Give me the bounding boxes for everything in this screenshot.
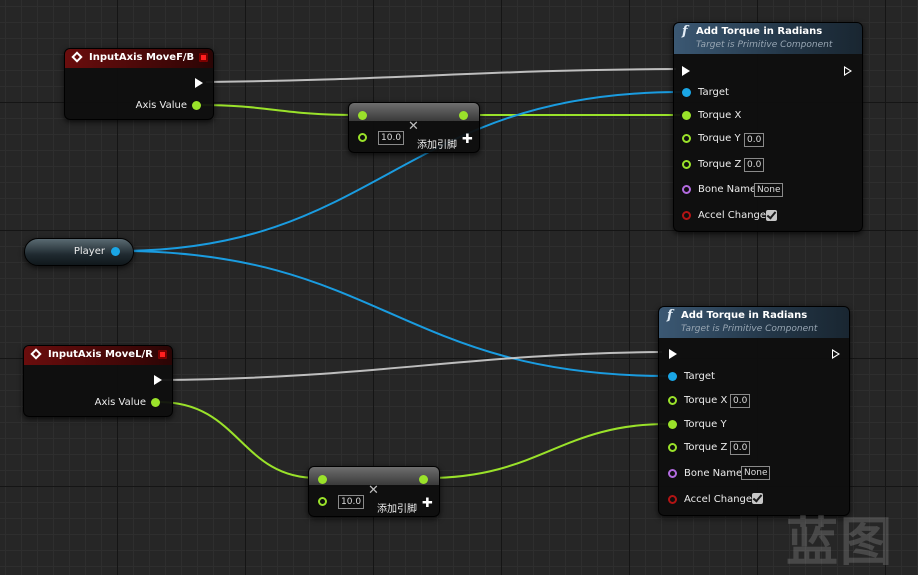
exec-out-pin[interactable] <box>844 66 852 76</box>
multiply-value-field[interactable]: 10.0 <box>338 495 365 509</box>
torque-y-pin[interactable] <box>682 134 691 143</box>
stop-icon <box>199 53 208 62</box>
node-title: Add Torque in Radians <box>681 310 808 321</box>
bone-name-field[interactable]: None <box>754 183 784 197</box>
node-title: Add Torque in Radians <box>696 26 823 37</box>
target-label: Target <box>698 87 729 98</box>
float-wire-axis-to-multiply-top <box>198 104 358 116</box>
multiply-input-a-pin[interactable] <box>318 475 327 484</box>
bone-name-pin[interactable] <box>682 185 691 194</box>
torque-x-pin[interactable] <box>668 396 677 405</box>
input-axis-movefb-node[interactable]: InputAxis MoveF/B Axis Value <box>64 48 214 120</box>
node-header: f Add Torque in Radians Target is Primit… <box>659 307 849 338</box>
accel-change-pin[interactable] <box>682 211 691 220</box>
multiply-value-field[interactable]: 10.0 <box>378 131 405 145</box>
exec-out-pin[interactable] <box>154 375 162 385</box>
torque-y-pin[interactable] <box>668 420 677 429</box>
torque-x-label: Torque X <box>698 110 742 121</box>
node-header <box>349 103 479 121</box>
close-x-icon[interactable]: ✕ <box>368 483 379 498</box>
stop-icon <box>158 350 167 359</box>
multiply-input-b-pin[interactable] <box>358 133 367 142</box>
torque-z-label: Torque Z <box>684 442 728 453</box>
add-torque-node-top[interactable]: f Add Torque in Radians Target is Primit… <box>673 22 863 232</box>
node-header: f Add Torque in Radians Target is Primit… <box>674 23 862 54</box>
event-diamond-icon <box>30 348 42 360</box>
multiply-node-bottom[interactable]: 10.0 ✕ 添加引脚 ✚ <box>308 466 440 517</box>
float-wire-axis-to-multiply-bottom <box>158 401 318 479</box>
bone-name-label: Bone Name <box>684 468 743 479</box>
torque-x-field[interactable]: 0.0 <box>730 394 751 408</box>
torque-z-field[interactable]: 0.0 <box>744 158 765 172</box>
axis-value-pin[interactable] <box>151 398 160 407</box>
node-title: InputAxis MoveF/B <box>89 52 195 63</box>
axis-value-label: Axis Value <box>94 397 146 408</box>
add-torque-node-bottom[interactable]: f Add Torque in Radians Target is Primit… <box>658 306 850 516</box>
accel-change-label: Accel Change <box>698 210 767 221</box>
torque-z-pin[interactable] <box>682 160 691 169</box>
node-title: InputAxis MoveL/R <box>48 349 153 360</box>
node-subtitle: Target is Primitive Component <box>681 324 818 334</box>
exec-wire-bottom <box>160 351 663 381</box>
exec-wire-top <box>205 68 677 83</box>
object-wire-player-to-target-bottom <box>118 250 668 377</box>
torque-y-label: Torque Y <box>698 133 741 144</box>
float-wire-multiply-to-torquey <box>426 423 668 479</box>
function-f-icon: f <box>667 308 673 323</box>
accel-change-label: Accel Change <box>684 494 753 505</box>
axis-value-label: Axis Value <box>135 100 187 111</box>
accel-change-checkbox[interactable] <box>766 210 777 221</box>
node-subtitle: Target is Primitive Component <box>696 40 833 50</box>
accel-change-checkbox[interactable] <box>752 493 763 504</box>
add-pin-label[interactable]: 添加引脚 <box>417 140 457 151</box>
accel-change-pin[interactable] <box>668 495 677 504</box>
plus-icon[interactable]: ✚ <box>462 132 473 147</box>
exec-in-pin[interactable] <box>669 349 677 359</box>
torque-y-label: Torque Y <box>684 419 727 430</box>
watermark: 蓝图 <box>786 513 895 573</box>
node-header <box>309 467 439 485</box>
close-x-icon[interactable]: ✕ <box>408 119 419 134</box>
exec-in-pin[interactable] <box>682 66 690 76</box>
torque-z-label: Torque Z <box>698 159 742 170</box>
plus-icon[interactable]: ✚ <box>422 496 433 511</box>
multiply-output-pin[interactable] <box>459 111 468 120</box>
torque-z-field[interactable]: 0.0 <box>730 441 751 455</box>
exec-out-pin[interactable] <box>832 349 840 359</box>
bone-name-label: Bone Name <box>698 184 757 195</box>
bone-name-field[interactable]: None <box>741 466 771 480</box>
multiply-output-pin[interactable] <box>419 475 428 484</box>
bone-name-pin[interactable] <box>668 469 677 478</box>
torque-y-field[interactable]: 0.0 <box>744 133 765 147</box>
exec-out-pin[interactable] <box>195 78 203 88</box>
target-pin[interactable] <box>682 88 691 97</box>
add-pin-label[interactable]: 添加引脚 <box>377 504 417 515</box>
target-pin[interactable] <box>668 372 677 381</box>
torque-x-pin[interactable] <box>682 111 691 120</box>
multiply-input-a-pin[interactable] <box>358 111 367 120</box>
player-variable-node[interactable]: Player <box>24 238 134 266</box>
torque-z-pin[interactable] <box>668 443 677 452</box>
torque-x-label: Torque X <box>684 395 728 406</box>
event-diamond-icon <box>71 51 83 63</box>
multiply-input-b-pin[interactable] <box>318 497 327 506</box>
player-label: Player <box>73 246 105 257</box>
node-header: InputAxis MoveF/B <box>65 49 213 68</box>
player-output-pin[interactable] <box>111 247 120 256</box>
function-f-icon: f <box>682 24 688 39</box>
input-axis-movelr-node[interactable]: InputAxis MoveL/R Axis Value <box>23 345 173 417</box>
multiply-node-top[interactable]: 10.0 ✕ 添加引脚 ✚ <box>348 102 480 153</box>
axis-value-pin[interactable] <box>192 101 201 110</box>
target-label: Target <box>684 371 715 382</box>
node-header: InputAxis MoveL/R <box>24 346 172 365</box>
